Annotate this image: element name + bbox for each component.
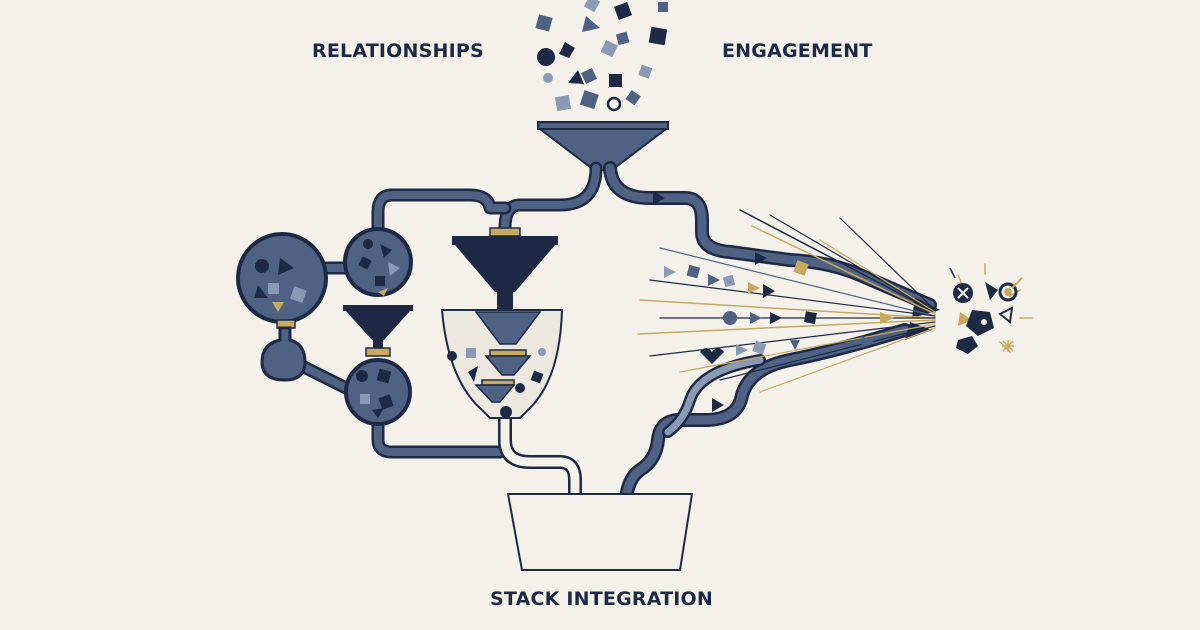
left-sphere <box>236 232 328 324</box>
relationships-label: RELATIONSHIPS <box>312 40 484 62</box>
central-funnel <box>452 227 558 312</box>
flowing-particles <box>664 260 894 364</box>
engagement-label: ENGAGEMENT <box>722 40 873 62</box>
bucket <box>506 493 694 571</box>
pipe-network <box>283 161 937 519</box>
lower-sphere <box>344 358 412 426</box>
small-funnel <box>343 305 413 357</box>
flask <box>260 319 307 382</box>
stack-integration-label: STACK INTEGRATION <box>490 588 714 610</box>
glass-cup <box>440 309 564 419</box>
convergence-burst <box>949 263 1033 354</box>
upper-sphere <box>343 227 413 297</box>
falling-particles <box>535 0 668 112</box>
top-funnel <box>537 121 669 171</box>
